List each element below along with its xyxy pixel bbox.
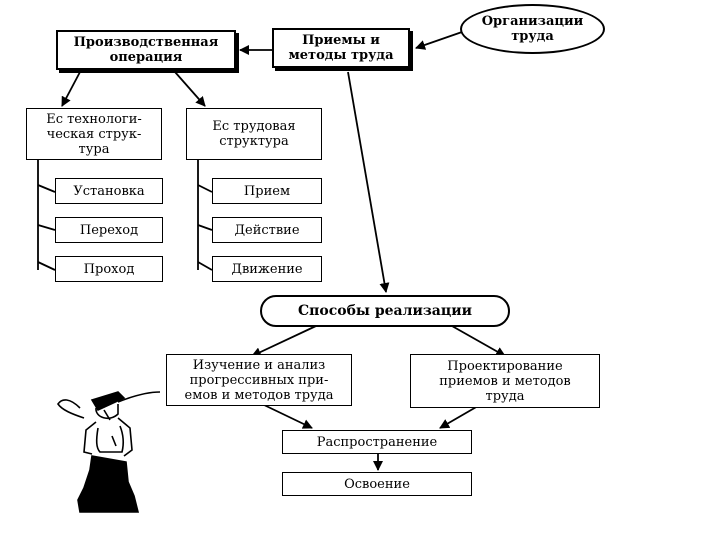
node-design-label: Проектирование приемов и методов труда — [439, 358, 571, 404]
node-pass-label: Проход — [83, 261, 135, 277]
node-movement: Движение — [212, 256, 322, 282]
node-production-operation: Производственная операция — [56, 30, 236, 70]
arrow-design-to-dissemination — [439, 405, 479, 429]
node-tech-structure: Ес технологи- ческая струк- тура — [26, 108, 162, 160]
arrow-methods-to-implementation — [347, 71, 390, 293]
node-technique: Прием — [212, 178, 322, 204]
arrow-impl-to-study — [251, 325, 317, 357]
worker-figure — [57, 391, 161, 513]
node-labor-structure-label: Ес трудовая структура — [212, 119, 296, 149]
node-techniques-methods-label: Приемы и методы труда — [288, 33, 394, 63]
node-action-label: Действие — [234, 222, 300, 238]
tree-tech-branch-1 — [37, 184, 56, 193]
node-action: Действие — [212, 217, 322, 243]
arrow-operation-to-tech — [61, 71, 81, 107]
node-implementation-methods-label: Способы реализации — [298, 302, 472, 319]
tree-tech-branch-2 — [37, 224, 56, 231]
node-study-analysis-label: Изучение и анализ прогрессивных при- емо… — [184, 357, 334, 403]
node-study-analysis: Изучение и анализ прогрессивных при- емо… — [166, 354, 352, 406]
node-implementation-methods: Способы реализации — [260, 295, 510, 327]
tree-labor-branch-3 — [197, 261, 213, 271]
node-setup: Установка — [55, 178, 163, 204]
arrow-impl-to-design — [451, 325, 506, 357]
node-tech-structure-label: Ес технологи- ческая струк- тура — [46, 111, 142, 157]
arrow-org-to-methods — [415, 31, 463, 50]
node-setup-label: Установка — [73, 183, 145, 199]
tree-labor-branch-2 — [197, 224, 213, 231]
tree-tech-branch-3 — [37, 261, 56, 271]
node-transition-label: Переход — [79, 222, 139, 238]
node-mastering: Освоение — [282, 472, 472, 496]
node-techniques-methods: Приемы и методы труда — [272, 28, 410, 68]
node-labor-organization-label: Организации труда — [481, 14, 584, 44]
node-technique-label: Прием — [243, 183, 291, 199]
arrow-study-to-dissemination — [261, 403, 313, 429]
tree-labor-branch-1 — [197, 184, 213, 193]
node-design: Проектирование приемов и методов труда — [410, 354, 600, 408]
node-pass: Проход — [55, 256, 163, 282]
node-movement-label: Движение — [231, 261, 303, 277]
node-labor-organization: Организации труда — [460, 4, 605, 54]
node-transition: Переход — [55, 217, 163, 243]
node-mastering-label: Освоение — [344, 476, 410, 492]
node-dissemination-label: Распространение — [316, 434, 438, 450]
node-labor-structure: Ес трудовая структура — [186, 108, 322, 160]
node-production-operation-label: Производственная операция — [73, 35, 219, 65]
arrow-operation-to-labor — [174, 71, 206, 107]
node-dissemination: Распространение — [282, 430, 472, 454]
